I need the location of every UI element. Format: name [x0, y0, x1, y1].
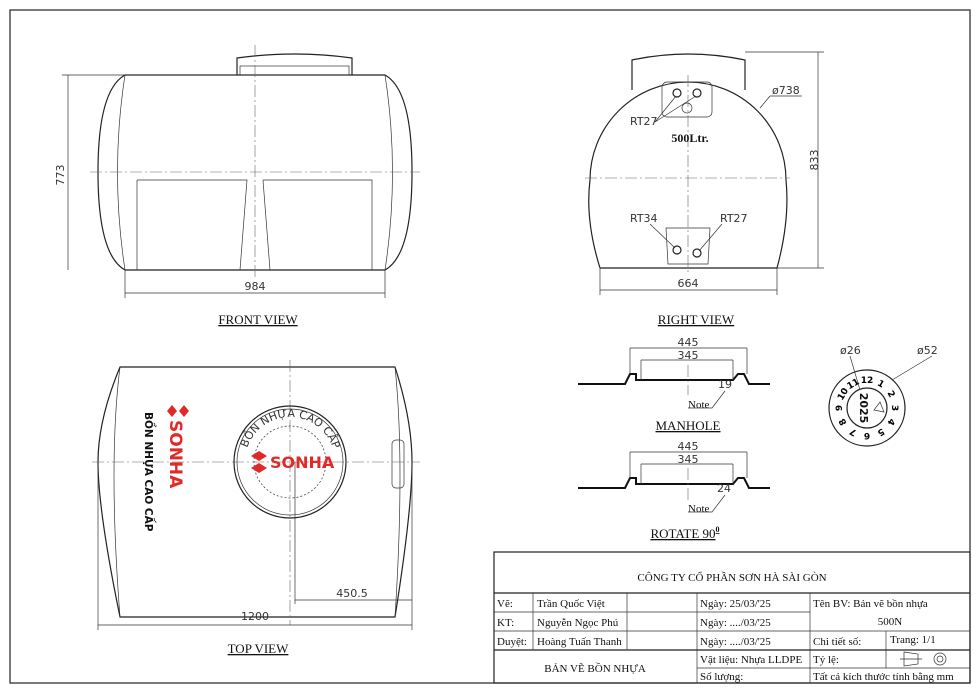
drawing-model: 500N — [878, 616, 903, 628]
date-checked: Ngày: ..../03/'25 — [700, 617, 771, 629]
dial-outer-dim: ø52 — [917, 344, 938, 357]
sonha-logo-side: SONHA — [165, 405, 189, 489]
manhole-thickness: 19 — [718, 378, 732, 391]
right-view: RT27 500Ltr. RT34 RT27 ø738 833 664 RIGH… — [585, 51, 824, 327]
dial-month: 5 — [875, 425, 885, 437]
side-slogan: BỒN NHỰA CAO CẤP — [142, 412, 157, 532]
capacity-label: 500Ltr. — [671, 131, 708, 145]
quantity: Số lượng: — [700, 671, 743, 683]
name-drawn: Trần Quốc Việt — [537, 598, 605, 610]
dial-year: 2025 — [857, 393, 870, 424]
role-drawn: Vẽ: — [497, 598, 513, 610]
date-drawn: Ngày: 25/03/'25 — [700, 598, 771, 610]
side-brand: SONHA — [165, 420, 185, 489]
drawing-border — [9, 9, 971, 684]
manhole-detail: 445 345 19 Note MANHOLE — [578, 336, 770, 433]
front-height-dim: 773 — [54, 165, 67, 186]
company-name: CÔNG TY CỔ PHẦN SƠN HÀ SÀI GÒN — [637, 571, 826, 584]
dial-inner-dim: ø26 — [840, 344, 861, 357]
rotate-outer-dim: 445 — [678, 440, 699, 453]
rt27-top-label: RT27 — [630, 115, 658, 128]
stamp-brand: SONHA — [270, 453, 335, 472]
rt27-bottom-label: RT27 — [720, 212, 748, 225]
dial-month: 12 — [861, 376, 874, 386]
offset-dim: 450.5 — [336, 587, 368, 600]
dial-month: 1 — [875, 379, 885, 391]
rotate-inner-dim: 345 — [678, 453, 699, 466]
length-dim: 1200 — [241, 610, 269, 623]
drawing-name: Tên BV: Bản vẽ bồn nhựa — [813, 598, 928, 610]
top-view: BỒN NHỰA CAO CẤP SONHA SONHA BỒN NHỰA CA… — [92, 360, 420, 656]
title-block: CÔNG TY CỔ PHẦN SƠN HÀ SÀI GÒN Vẽ: Trần … — [493, 551, 971, 684]
scale: Tỷ lệ: — [813, 654, 839, 666]
drawing-title: BẢN VẼ BỒN NHỰA — [544, 662, 646, 675]
name-checked: Nguyễn Ngọc Phú — [537, 617, 619, 629]
front-view-title: FRONT VIEW — [218, 312, 298, 327]
dial-month: 3 — [889, 405, 899, 411]
dial-month: 6 — [864, 430, 870, 440]
dial-month: 7 — [848, 425, 858, 437]
dial-month: 4 — [884, 416, 896, 426]
date-approved: Ngày: ..../03/'25 — [700, 636, 771, 648]
role-approved: Duyệt: — [497, 636, 527, 648]
page-number: Trang: 1/1 — [890, 634, 936, 646]
front-view: 773 984 FRONT VIEW — [54, 45, 420, 327]
manhole-inner-dim: 345 — [678, 349, 699, 362]
material: Vật liệu: Nhựa LLDPE — [700, 654, 802, 666]
rotate-note: Note — [688, 503, 710, 515]
diameter-dim: ø738 — [772, 84, 800, 97]
rotate-title: ROTATE 900 — [650, 525, 719, 541]
units-note: Tất cả kích thước tính bằng mm — [813, 671, 954, 683]
rotate-thickness: 24 — [717, 482, 731, 495]
rt34-label: RT34 — [630, 212, 658, 225]
right-view-title: RIGHT VIEW — [658, 312, 735, 327]
manhole-title: MANHOLE — [656, 418, 721, 433]
dial-month: 9 — [835, 405, 845, 411]
rotate-detail: 445 345 24 Note ROTATE 900 — [578, 440, 770, 541]
date-dial-icon — [681, 102, 693, 114]
manhole-note: Note — [688, 399, 710, 411]
sonha-logo-stamp: SONHA — [251, 451, 335, 473]
manhole-outer-dim: 445 — [678, 336, 699, 349]
name-approved: Hoàng Tuấn Thanh — [537, 636, 622, 648]
dial-month: 2 — [884, 389, 896, 399]
dial-month: 8 — [838, 416, 850, 426]
top-view-title: TOP VIEW — [228, 641, 290, 656]
projection-symbol-icon — [900, 651, 947, 667]
role-checked: KT: — [497, 617, 514, 629]
right-width-dim: 664 — [678, 277, 699, 290]
front-width-dim: 984 — [245, 280, 266, 293]
right-height-dim: 833 — [808, 150, 821, 171]
detail-number: Chi tiết số: — [813, 636, 861, 648]
